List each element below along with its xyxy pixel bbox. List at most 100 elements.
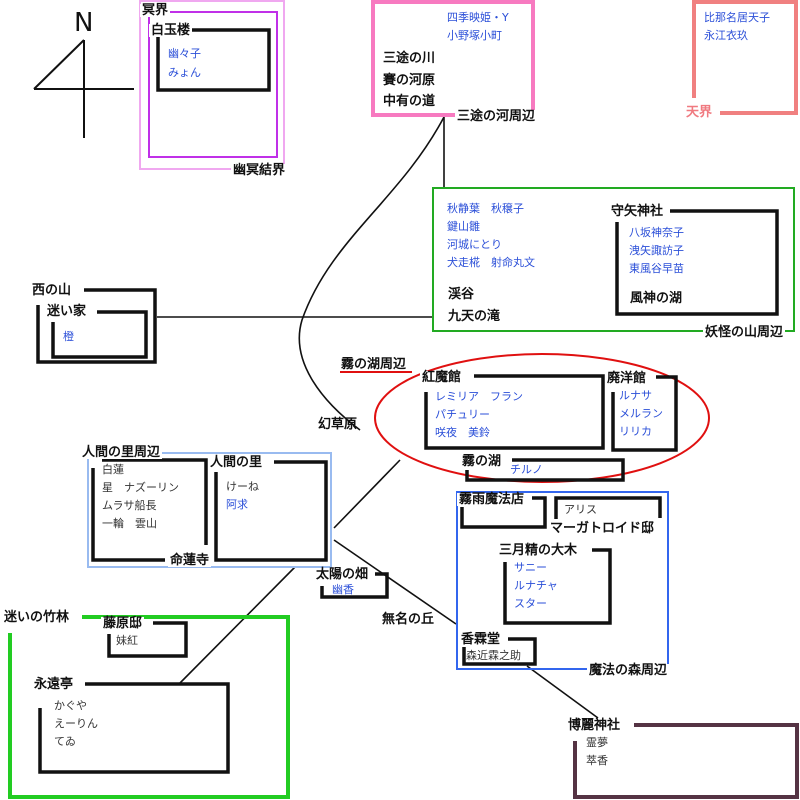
resident-nitori: 河城にとり [447, 238, 502, 251]
resident-hina: 鍵山雛 [447, 220, 480, 233]
meikai-label: 冥界 [140, 3, 171, 18]
resident-yuuka: 幽香 [332, 583, 354, 596]
resident-murasa: ムラサ船長 [102, 499, 157, 512]
mayoiga-border [51, 310, 148, 359]
resident-alice: アリス [564, 503, 597, 516]
connection-lines [157, 116, 599, 719]
resident-byakuren: 白蓮 [102, 463, 124, 476]
resident-eirin: えーりん [54, 717, 98, 730]
place-sanzu-river: 三途の川 [383, 51, 436, 66]
west-mountain-label: 西の山 [30, 283, 74, 298]
resident-chen: 橙 [63, 330, 74, 343]
tenkai-border [692, 0, 798, 115]
myouren-border-bottom [91, 468, 165, 562]
place-kuten-waterfall: 九天の滝 [448, 309, 501, 324]
resident-komachi: 小野塚小町 [447, 29, 502, 42]
sangetsu-border [503, 548, 612, 625]
genso-plain-label: 幻草原 [318, 417, 358, 432]
moriya-border [615, 209, 779, 316]
myouren-temple-label: 命蓮寺 [168, 553, 212, 568]
haiyoukan-border [611, 375, 678, 452]
human-village-label: 人間の里 [208, 455, 265, 470]
kourindou-label: 香霖堂 [459, 632, 503, 647]
hakurei-shrine-label: 博麗神社 [566, 718, 623, 733]
resident-shou-nazrin: 星 ナズーリン [102, 481, 179, 494]
nameless-hill-label: 無名の丘 [382, 612, 435, 627]
kourindou-border [462, 637, 537, 666]
eientei-label: 永遠亭 [32, 677, 76, 692]
moriya-shrine-label: 守矢神社 [609, 204, 666, 219]
sdm-border [424, 374, 605, 450]
bamboo-border [8, 615, 290, 799]
line-forest-hakurei [526, 665, 599, 719]
village-area-border [87, 452, 332, 568]
resident-iku: 永江衣玖 [704, 29, 748, 42]
village-area-label: 人間の里周辺 [80, 445, 163, 460]
resident-aki-sisters: 秋静葉 秋穣子 [447, 202, 524, 215]
resident-kanako: 八坂神奈子 [629, 226, 684, 239]
compass-icon [33, 39, 134, 138]
kirisame-border [460, 496, 547, 529]
youkai-mountain-border [432, 187, 795, 332]
resident-sakuya-meiling: 咲夜 美鈴 [435, 426, 490, 439]
sunflower-field-label: 太陽の畑 [314, 567, 371, 582]
haiyoukan-label: 廃洋館 [605, 371, 649, 386]
hakurei-border [573, 723, 799, 799]
west-mountain-border [36, 288, 157, 364]
eientei-border [38, 682, 230, 774]
sangetsu-tree-label: 三月精の大木 [497, 543, 580, 558]
fujiwara-house-label: 藤原邸 [101, 616, 145, 631]
hakugyokurou-border [156, 28, 271, 92]
resident-star: スター [514, 597, 547, 610]
yuumei-barrier-label: 幽冥結界 [231, 163, 288, 178]
place-sai-riverbank: 賽の河原 [383, 73, 436, 88]
resident-yuyuko: 幽々子 [168, 47, 201, 60]
line-misty-village [333, 459, 401, 529]
bamboo-forest-label: 迷いの竹林 [2, 610, 72, 625]
meikai-outer-border [139, 0, 285, 170]
resident-momiji-aya: 犬走椛 射命丸文 [447, 256, 535, 269]
mayoiga-label: 迷い家 [45, 304, 89, 319]
compass-north-label: N [74, 8, 94, 38]
resident-remilia-flan: レミリア フラン [435, 390, 523, 403]
place-fuujin-lake: 風神の湖 [630, 291, 683, 306]
line-village-bamboo [179, 566, 296, 684]
resident-suwako: 洩矢諏訪子 [629, 244, 684, 257]
resident-reimu: 霊夢 [586, 736, 608, 749]
resident-keine: けーね [226, 480, 259, 493]
tenkai-label: 天界 [684, 105, 715, 120]
resident-sunny: サニー [514, 561, 547, 574]
resident-lunasa: ルナサ [619, 389, 652, 402]
place-chuuu-road: 中有の道 [383, 94, 436, 109]
resident-lyrica: リリカ [619, 425, 652, 438]
line-sanzu-genso-curve [298, 116, 445, 431]
myouren-border [102, 458, 208, 545]
resident-luna: ルナチャ [514, 579, 558, 592]
resident-eiki: 四季映姫・Y [447, 11, 509, 24]
line-village-forest [333, 539, 457, 625]
lake-border [465, 458, 625, 482]
resident-mokou: 妹紅 [116, 634, 138, 647]
misty-lake-area-label: 霧の湖周辺 [341, 357, 407, 372]
sanzu-border [371, 0, 535, 117]
resident-merlin: メルラン [619, 407, 663, 420]
resident-cirno: チルノ [510, 463, 543, 476]
margatroid-house-label: マーガトロイド邸 [548, 521, 657, 536]
hakugyokurou-label: 白玉楼 [149, 23, 193, 38]
resident-suika: 萃香 [586, 754, 608, 767]
forest-area-border [456, 491, 669, 670]
misty-lake-label: 霧の湖 [460, 454, 504, 469]
resident-patchouli: パチュリー [435, 408, 490, 421]
kirisame-shop-label: 霧雨魔法店 [457, 492, 527, 507]
misty-lake-ellipse [374, 353, 710, 483]
sunflower-border [320, 572, 389, 599]
resident-sanae: 東風谷早苗 [629, 262, 684, 275]
forest-area-label: 魔法の森周辺 [587, 663, 670, 678]
youkai-mountain-area-label: 妖怪の山周辺 [703, 325, 786, 340]
sdm-label: 紅魔館 [420, 370, 464, 385]
resident-ichirin-unzan: 一輪 雲山 [102, 517, 157, 530]
resident-rinnosuke: 森近霖之助 [466, 649, 521, 662]
resident-tenshi: 比那名居天子 [704, 11, 770, 24]
place-valley: 渓谷 [448, 287, 475, 302]
